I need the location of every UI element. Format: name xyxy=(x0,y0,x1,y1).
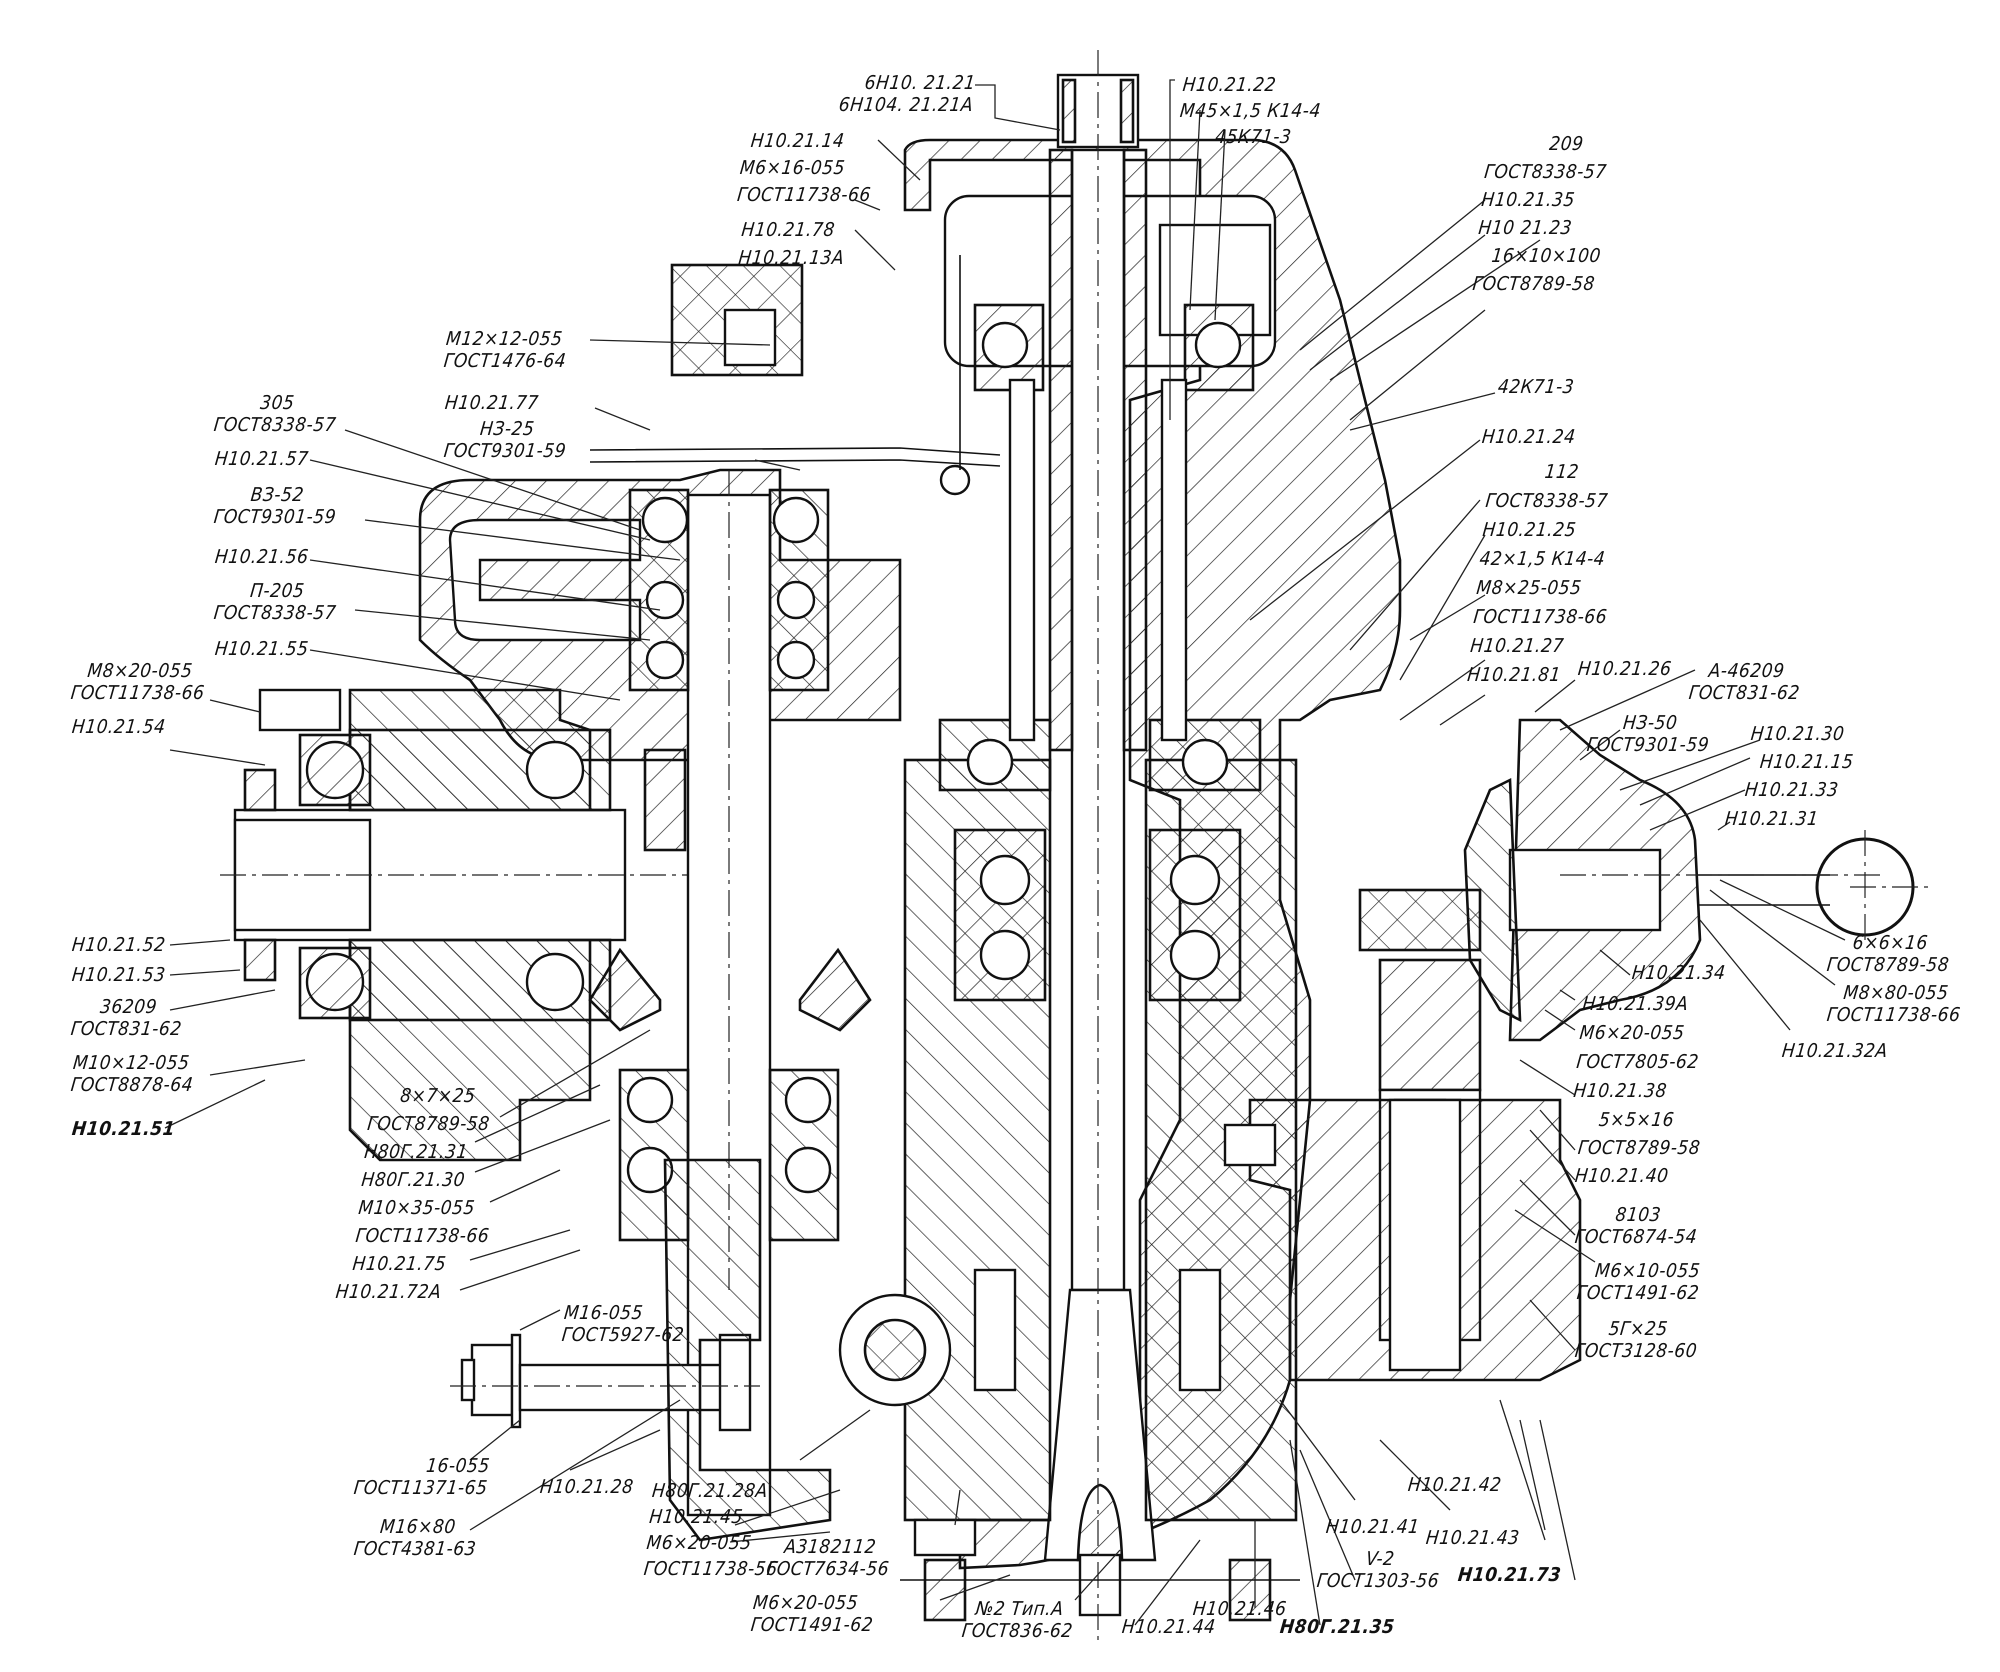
label-h102153: Н10.21.53 xyxy=(70,964,167,986)
label-h102146: Н10.21.46 xyxy=(1191,1598,1288,1620)
upper-bearings xyxy=(938,303,1262,1002)
label-h80g2135: Н80Г.21.35 xyxy=(1278,1616,1396,1638)
label-h102142: Н10.21.42 xyxy=(1406,1474,1503,1496)
label-h102155: Н10.21.55 xyxy=(213,638,310,660)
label-h102157: Н10.21.57 xyxy=(213,448,310,470)
lower-seals xyxy=(900,1268,1300,1622)
leader-lines xyxy=(164,79,1846,1626)
label-h102124: Н10.21.24 xyxy=(1480,426,1577,448)
label-h102151: Н10.21.51 xyxy=(70,1118,177,1140)
label-h102177: Н10.21.77 xyxy=(443,392,540,414)
bolt-assembly xyxy=(450,1158,952,1542)
right-gear-assembly xyxy=(1223,718,1930,1382)
label-8x7x25: 8×7×25 ГОСТ8789-58 Н80Г.21.31 Н80Г.21.30… xyxy=(334,1085,491,1303)
label-209: 209 ГОСТ8338-57 Н10.21.35 Н10 21.23 16×1… xyxy=(1471,133,1608,295)
oil-line xyxy=(589,255,1001,496)
label-h102143: Н10.21.43 xyxy=(1424,1527,1521,1549)
label-42k71: 42К71-3 xyxy=(1496,376,1576,398)
label-h102173: Н10.21.73 xyxy=(1456,1564,1563,1586)
left-shaft xyxy=(220,688,760,1022)
label-h102131: Н10.21.31 xyxy=(1723,808,1820,830)
label-h102132a: Н10.21.32А xyxy=(1780,1040,1889,1062)
label-h102154: Н10.21.54 xyxy=(70,716,167,738)
label-h102128: Н10.21.28 xyxy=(538,1476,635,1498)
label-h102134: Н10.21.34 xyxy=(1630,962,1727,984)
label-h102126: Н10.21.26 xyxy=(1576,658,1673,680)
label-h102141: Н10.21.41 xyxy=(1324,1516,1421,1538)
label-h102152: Н10.21.52 xyxy=(70,934,167,956)
label-112: 112 ГОСТ8338-57 Н10.21.25 42×1,5 К14-4 М… xyxy=(1466,461,1610,686)
label-h102156: Н10.21.56 xyxy=(213,546,310,568)
